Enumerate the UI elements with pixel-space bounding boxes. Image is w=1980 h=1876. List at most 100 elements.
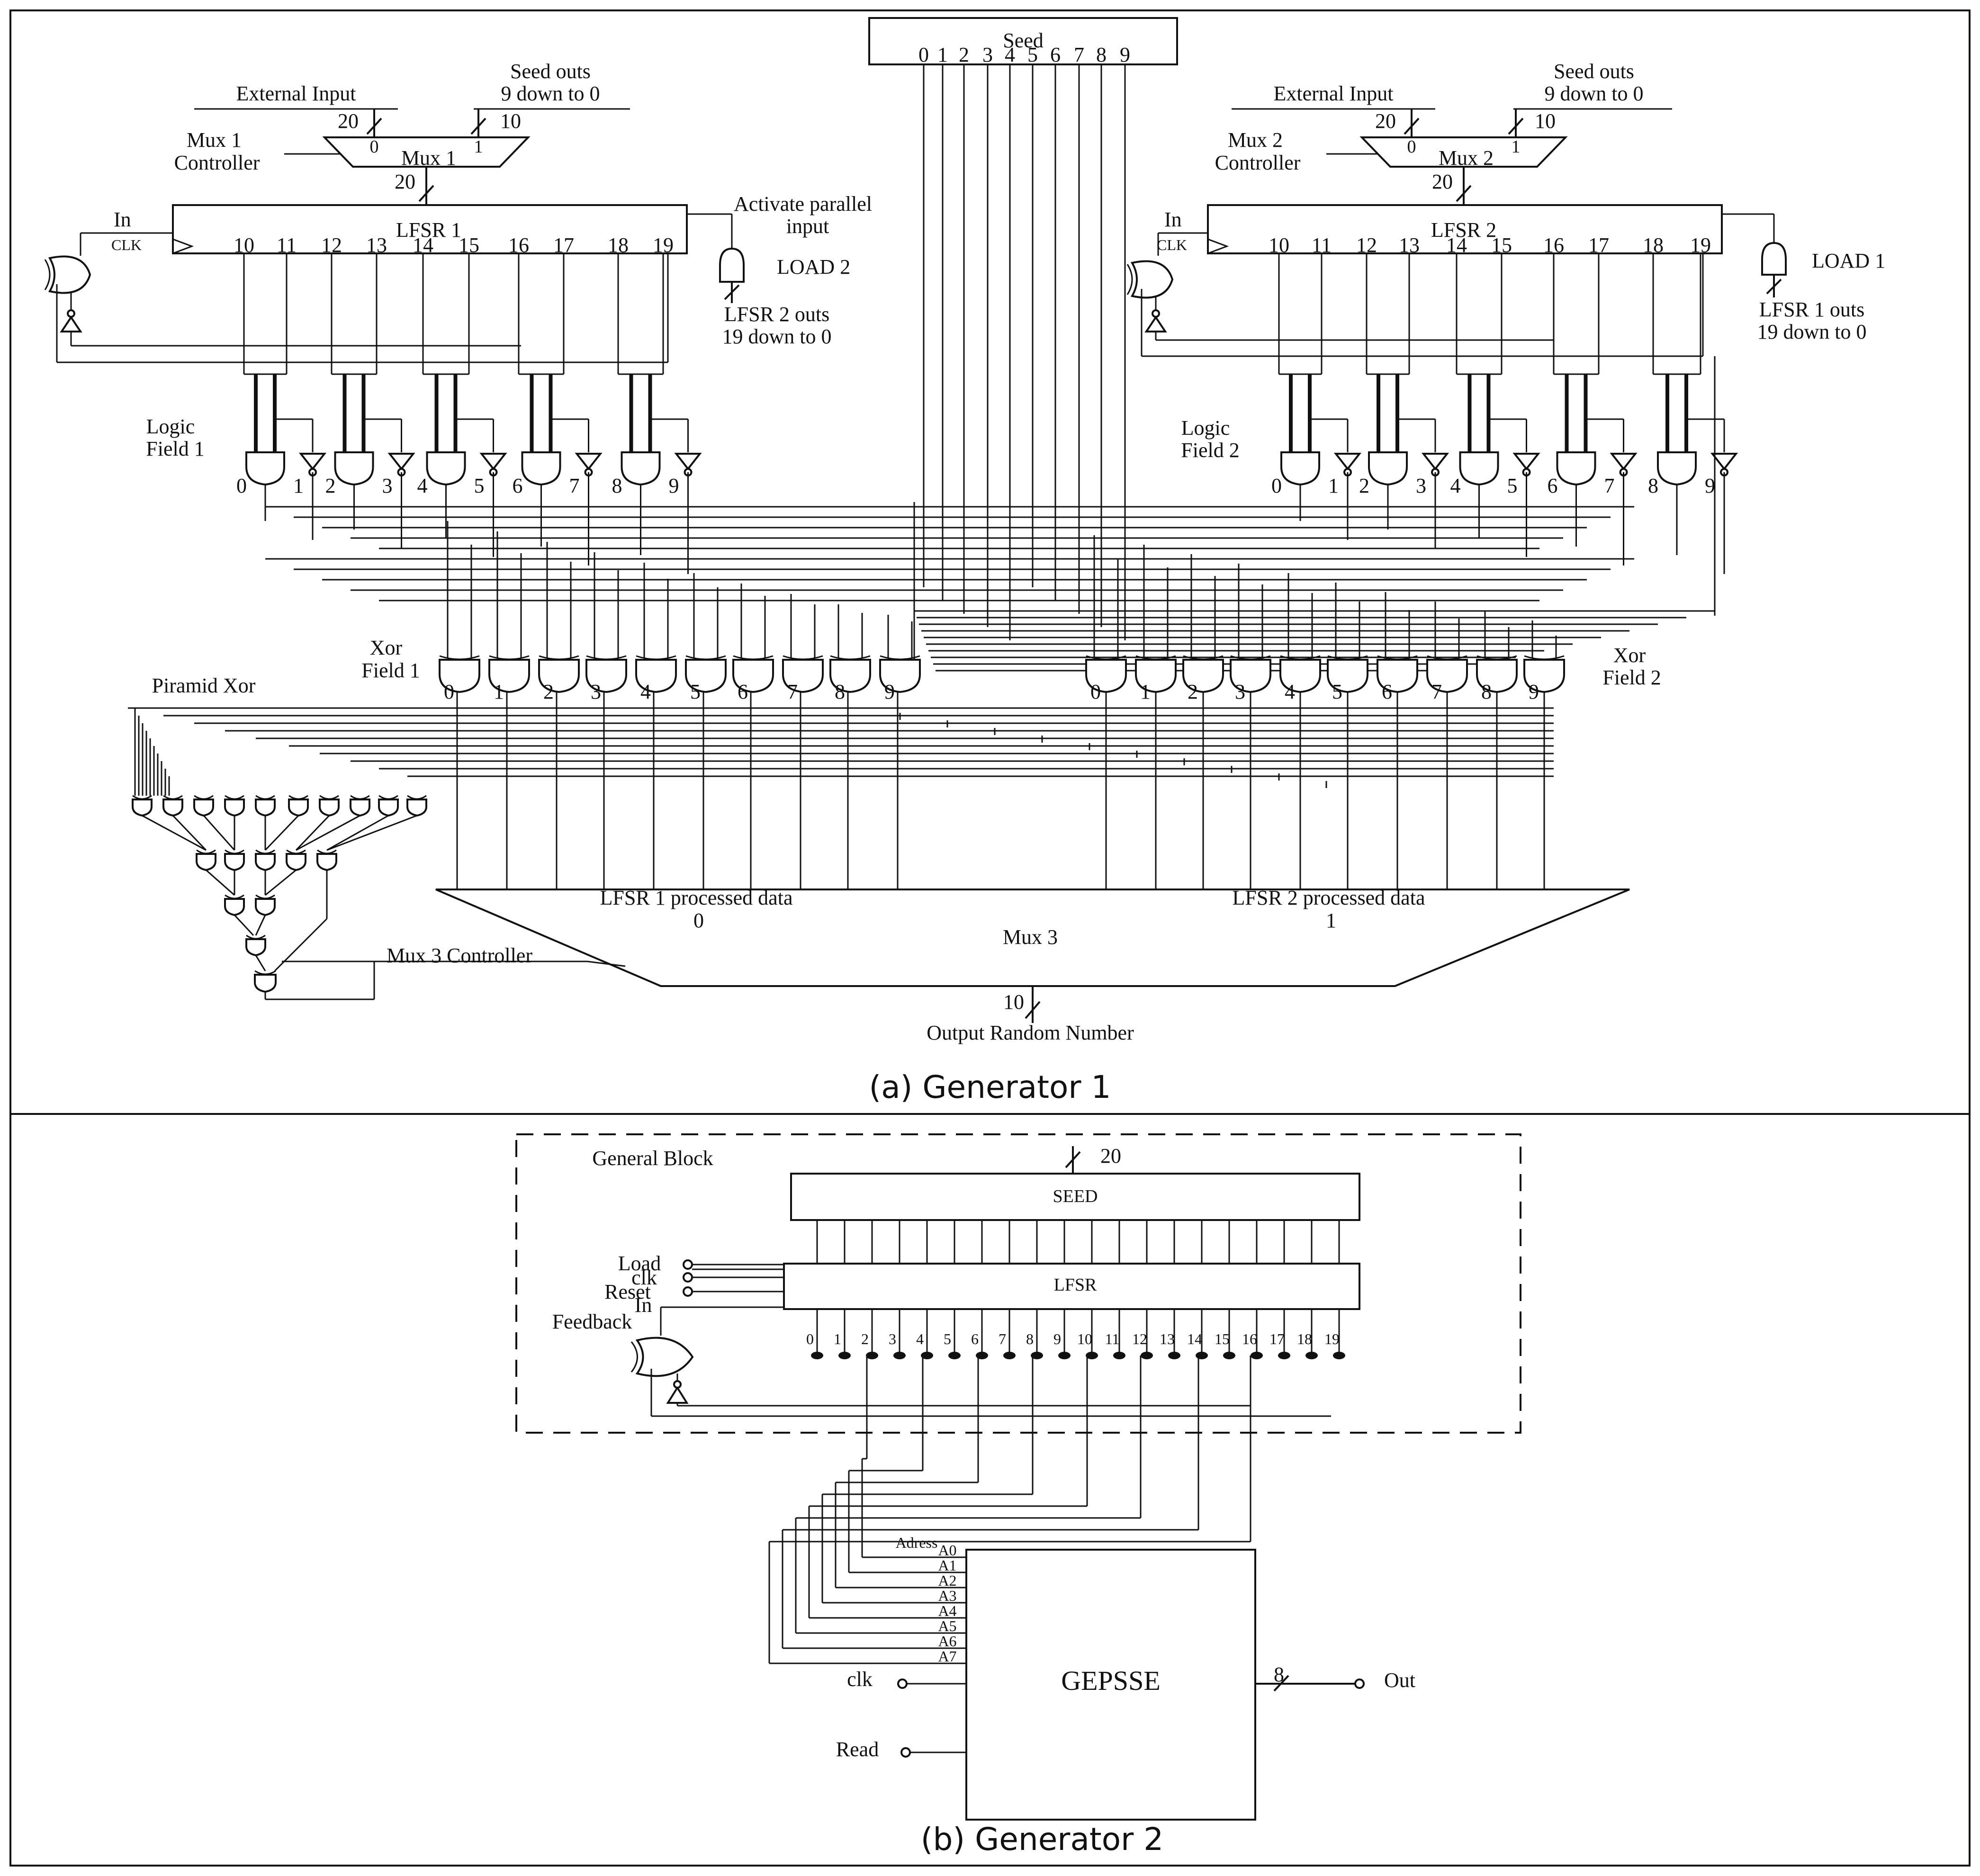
pyr-l2-2-arc <box>255 849 275 854</box>
xor2-num-9: 9 <box>1529 680 1539 703</box>
g2-tap-dot-11 <box>1113 1352 1125 1359</box>
logic-inverter-0 <box>1333 453 1362 471</box>
pyr-l1-4 <box>255 799 276 817</box>
g2-tap-dot-8 <box>1031 1352 1043 1359</box>
logic-or-gate-0 <box>245 451 285 486</box>
read-pin[interactable] <box>900 1747 911 1758</box>
seed-register <box>790 1173 1360 1221</box>
logic-or-gate-2 <box>426 451 466 486</box>
g2-tap-dot-9 <box>1058 1352 1071 1359</box>
logic-or-gate-2 <box>1459 451 1499 486</box>
pyr-l1-9 <box>406 799 427 817</box>
pyr-l1-6-arc <box>319 795 339 800</box>
clk-label: CLK <box>111 236 142 253</box>
lfsr2-bit-2: 12 <box>1356 233 1377 257</box>
seed-output-lines <box>923 64 1126 640</box>
lfsr-2-title: LFSR 2 <box>1431 218 1496 242</box>
in-label-g2: In <box>635 1293 652 1317</box>
g2-bit-5: 5 <box>944 1330 951 1347</box>
lfsr1-bit-4: 14 <box>413 233 433 257</box>
logic-or-gate-1 <box>1368 451 1408 486</box>
read-label: Read <box>836 1738 879 1761</box>
logic-inverter-1 <box>1421 453 1449 471</box>
xor2-num-6: 6 <box>1382 680 1392 703</box>
mux3-label: Mux 3 <box>1003 925 1058 949</box>
clk-pin[interactable] <box>683 1272 693 1283</box>
xor1-gate-1 <box>488 659 530 693</box>
g2-tap-dot-18 <box>1305 1352 1318 1359</box>
and-gate-load-r <box>1761 242 1787 276</box>
logic-or-gate-4 <box>621 451 661 486</box>
external-input-label: External Input <box>236 82 356 105</box>
g2-bit-6: 6 <box>971 1330 979 1347</box>
g2-bit-1: 1 <box>834 1330 841 1347</box>
xor1-gate-1-arc <box>489 655 530 660</box>
mux3-in1-label: LFSR 2 processed data <box>1233 886 1425 909</box>
xor2-gate-6-arc <box>1377 655 1418 660</box>
logic-num-4: 4 <box>1450 474 1461 497</box>
pyr-w <box>326 815 417 851</box>
bus-width-10-r: 10 <box>1535 109 1556 133</box>
caption-generator-2: (b) Generator 2 <box>921 1821 1164 1858</box>
pyr-l1-4-arc <box>255 795 275 800</box>
xor1-num-5: 5 <box>690 680 701 703</box>
chip-clk-pin[interactable] <box>897 1679 908 1689</box>
g2-bit-0: 0 <box>806 1330 814 1347</box>
xor1-gate-6-arc <box>733 655 774 660</box>
logic-num-7: 7 <box>1604 474 1615 497</box>
g2-bit-12: 12 <box>1132 1330 1147 1347</box>
mux-2 <box>1359 136 1568 168</box>
logic-num-0: 0 <box>236 474 247 497</box>
seed-outs-range: 9 down to 0 <box>501 82 600 105</box>
bus-width-20-r: 20 <box>1375 109 1396 133</box>
xor1-gate-4 <box>635 659 677 693</box>
bus-width-20: 20 <box>338 109 359 133</box>
g2-tap-dot-14 <box>1196 1352 1208 1359</box>
pyr-l1-6 <box>319 799 340 817</box>
reset-pin[interactable] <box>683 1286 693 1297</box>
mux2-in1: 1 <box>1512 137 1521 157</box>
xor-field-2-label: Xor <box>1613 644 1646 667</box>
lfsr2-bit-1: 11 <box>1312 233 1332 257</box>
g2-tap-dot-10 <box>1086 1352 1098 1359</box>
logic-inverter-0 <box>298 453 327 471</box>
mux3-in0-label: LFSR 1 processed data <box>600 886 793 909</box>
caption-generator-1: (a) Generator 1 <box>869 1069 1111 1105</box>
lfsr1-section: External Input Seed outs 9 down to 0 20 … <box>44 60 872 574</box>
general-block-boundary <box>515 1133 1521 1434</box>
load-pin[interactable] <box>683 1259 693 1270</box>
xor2-gate-3-arc <box>1230 655 1271 660</box>
mux-3 <box>435 889 1630 987</box>
address-label: Adress <box>896 1534 938 1551</box>
seed-bit-1: 1 <box>937 43 948 66</box>
out-pin[interactable] <box>1354 1679 1365 1689</box>
lfsr1-bit-3: 13 <box>366 233 387 257</box>
feedback-xor-g2 <box>635 1337 694 1377</box>
logic-num-5: 5 <box>1507 474 1518 497</box>
pyr-l2-3 <box>286 853 306 871</box>
general-block-label: General Block <box>592 1147 713 1170</box>
pyr-l1-0 <box>132 799 153 817</box>
seed-to-lfsr-wires <box>816 1220 1340 1264</box>
lfsr2-outs-range: 19 down to 0 <box>722 325 832 348</box>
in-label-r: In <box>1164 208 1182 231</box>
lfsr-2-block <box>1207 204 1723 254</box>
logic-num-8: 8 <box>1648 474 1658 497</box>
addr-pin-4: A4 <box>938 1602 956 1619</box>
lfsr1-bit-5: 15 <box>459 233 479 257</box>
logic-field-label: Logic <box>146 415 195 438</box>
mux-1 <box>322 136 531 168</box>
xor2-gate-0 <box>1085 659 1127 693</box>
xor1-num-4: 4 <box>640 680 651 703</box>
xor2-gate-9 <box>1523 659 1565 693</box>
lfsr2-bit-6: 16 <box>1543 233 1564 257</box>
seed-bit-6: 6 <box>1050 43 1061 66</box>
pyr-l3-0 <box>224 898 245 916</box>
logic-inverter-2 <box>479 453 507 471</box>
mux-2-label: Mux 2 <box>1439 146 1494 170</box>
mux2-controller-label-2: Controller <box>1215 151 1301 174</box>
xor2-num-4: 4 <box>1285 680 1295 703</box>
